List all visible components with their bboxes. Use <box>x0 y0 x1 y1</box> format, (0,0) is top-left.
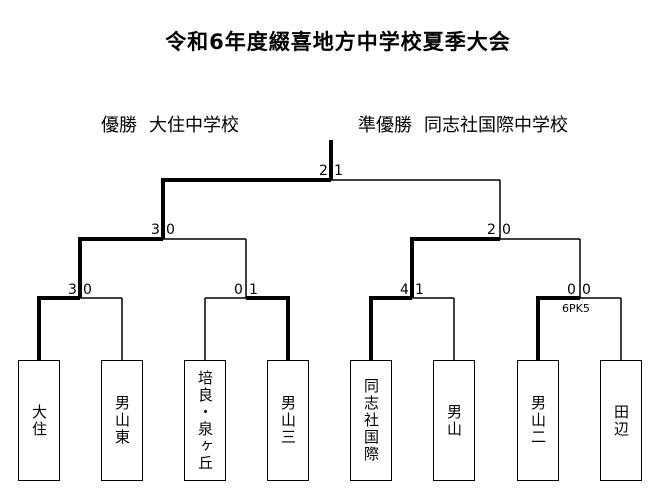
team-box-5: 同志社国際 <box>350 360 392 481</box>
team-box-8: 田辺 <box>600 360 642 481</box>
runner-up-result: 準優勝同志社国際中学校 <box>358 111 568 137</box>
runner-up-label: 準優勝 <box>358 115 412 136</box>
team-name: 培良・泉ヶ丘 <box>196 369 214 472</box>
q4-score-left: 0 <box>567 282 576 298</box>
team-name: 大住 <box>30 403 48 438</box>
q3-score-right: 1 <box>415 282 424 298</box>
q1-score-right: 0 <box>83 282 92 298</box>
team-box-4: 男山三 <box>267 360 309 481</box>
team-box-3: 培良・泉ヶ丘 <box>184 360 226 481</box>
winner-result: 優勝大住中学校 <box>101 111 239 137</box>
winner-name: 大住中学校 <box>149 115 239 136</box>
q1-score-left: 3 <box>68 282 77 298</box>
q3-score-left: 4 <box>400 282 409 298</box>
team-name: 田辺 <box>612 403 630 438</box>
final-score-left: 2 <box>319 163 328 179</box>
tournament-title: 令和6年度綴喜地方中学校夏季大会 <box>165 30 511 54</box>
q2-score-right: 1 <box>249 282 258 298</box>
semi2-score-right: 0 <box>502 222 511 238</box>
team-name: 男山東 <box>113 395 131 446</box>
team-box-1: 大住 <box>18 360 60 481</box>
q2-score-left: 0 <box>234 282 243 298</box>
team-name: 男山 <box>445 403 463 438</box>
runner-up-name: 同志社国際中学校 <box>424 115 568 136</box>
team-box-7: 男山二 <box>517 360 559 481</box>
q4-pk-result: 6PK5 <box>562 302 590 315</box>
semi1-score-right: 0 <box>166 222 175 238</box>
team-box-6: 男山 <box>433 360 475 481</box>
team-name: 男山二 <box>529 395 547 446</box>
team-box-2: 男山東 <box>101 360 143 481</box>
q4-score-right: 0 <box>582 282 591 298</box>
team-name: 男山三 <box>279 395 297 446</box>
semi1-score-left: 3 <box>151 222 160 238</box>
winner-label: 優勝 <box>101 115 137 136</box>
semi2-score-left: 2 <box>487 222 496 238</box>
team-name: 同志社国際 <box>362 378 380 463</box>
final-score-right: 1 <box>334 163 343 179</box>
